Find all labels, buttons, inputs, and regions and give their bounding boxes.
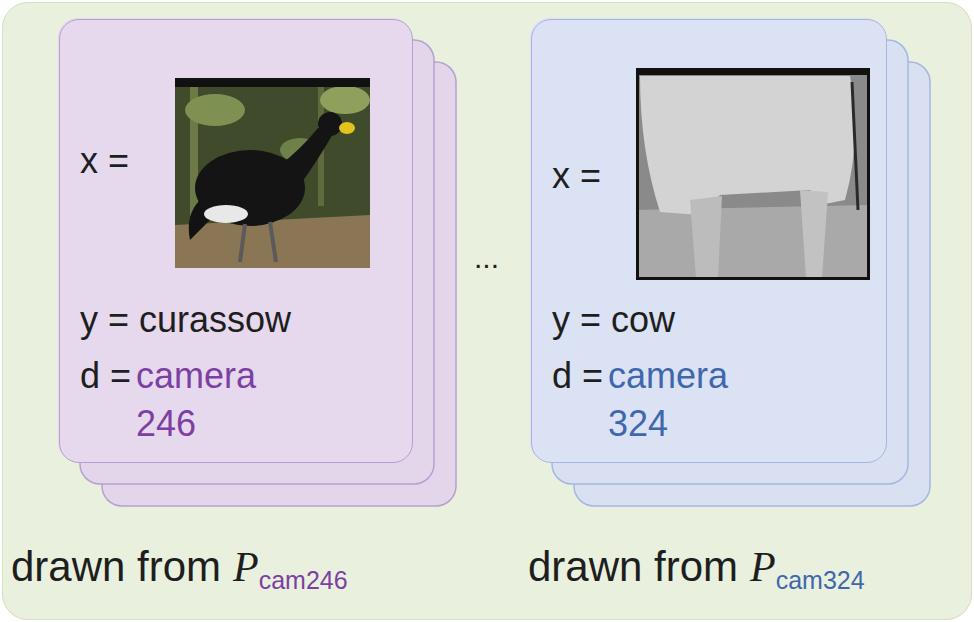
sample-card: x = y = cow d =camera 324 — [531, 19, 887, 463]
photo-frame — [638, 70, 869, 279]
bird-leg — [270, 222, 276, 262]
distribution-symbol: P — [750, 544, 776, 590]
foliage — [185, 94, 245, 126]
domain-label: d = — [80, 352, 131, 400]
text-holder: x = — [552, 152, 601, 200]
text-holder: y = curassow — [80, 296, 291, 344]
ground — [636, 205, 870, 280]
photo-ground — [636, 68, 870, 280]
bird-neck — [280, 128, 334, 185]
input-label: x = — [552, 152, 601, 200]
text-holder: camera 324 — [608, 352, 780, 448]
text-holder: ... — [474, 240, 499, 276]
label-text: y = curassow — [80, 296, 291, 344]
bird-leg — [240, 224, 245, 262]
distribution-subscript: cam246 — [259, 566, 348, 594]
distribution-symbol: P — [233, 544, 259, 590]
curassow-photo — [175, 78, 370, 268]
text-holder: d = — [80, 352, 131, 400]
cow-leg — [800, 190, 828, 278]
caption-row: drawn from Pcam324 — [528, 539, 865, 608]
ellipsis-mark: ... — [474, 240, 499, 276]
card-fill — [58, 18, 412, 462]
bird-head — [318, 112, 342, 136]
text-holder: x = — [80, 137, 129, 185]
sample-card: x = y = curassow d =camera 246 — [59, 19, 413, 463]
text-holder: d = — [552, 352, 603, 400]
distribution-subscript: cam324 — [776, 566, 865, 594]
bird-belly — [204, 205, 248, 223]
input-label: x = — [80, 137, 129, 185]
caption-row: drawn from Pcam246 — [11, 539, 348, 608]
card-fill — [530, 18, 886, 462]
domain-value: camera 324 — [608, 352, 780, 448]
label-text: y = cow — [552, 296, 675, 344]
caption-text: drawn from — [528, 543, 738, 590]
photo-ground — [175, 78, 370, 268]
text-holder: y = cow — [552, 296, 675, 344]
domain-value: camera 246 — [136, 352, 308, 448]
cow-tail — [852, 82, 858, 210]
text-holder: camera 246 — [136, 352, 308, 448]
timestamp-bar — [175, 78, 370, 87]
foliage — [320, 86, 370, 114]
caption-text: drawn from — [11, 543, 221, 590]
cow-photo — [636, 68, 870, 280]
domain-label: d = — [552, 352, 603, 400]
bird-beak — [339, 122, 355, 134]
cow-leg — [690, 196, 722, 278]
